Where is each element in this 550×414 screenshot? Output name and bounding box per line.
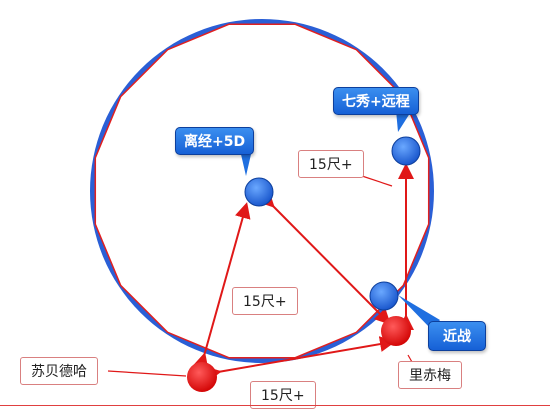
label-li-jing: 离经+5D xyxy=(175,127,255,155)
arrow-sbdh-to-lijing xyxy=(193,202,251,370)
distance-label-bottom: 15尺+ xyxy=(250,381,316,409)
label-jin-zhan: 近战 xyxy=(428,321,486,351)
arrow-lijing-to-lcm xyxy=(257,190,391,325)
bottom-divider xyxy=(0,405,550,406)
label-su-bei-de-ha: 苏贝德哈 xyxy=(20,357,98,385)
arrow-sbdh-to-lcm xyxy=(204,336,396,382)
distance-label-top-right: 15尺+ xyxy=(298,150,364,178)
unit-li-chi-mei xyxy=(381,316,411,346)
unit-jin-zhan xyxy=(369,281,399,311)
label-qi-xiu: 七秀+远程 xyxy=(333,87,419,115)
distance-label-middle: 15尺+ xyxy=(232,287,298,315)
unit-li-jing xyxy=(244,177,274,207)
unit-qi-xiu xyxy=(391,136,421,166)
callout-tail-li-jing xyxy=(240,150,252,176)
callout-tail-qi-xiu xyxy=(396,110,412,132)
leader-lines xyxy=(107,175,413,377)
label-li-chi-mei: 里赤梅 xyxy=(398,361,462,389)
unit-su-bei-de-ha xyxy=(187,362,217,392)
arrows xyxy=(193,163,414,382)
